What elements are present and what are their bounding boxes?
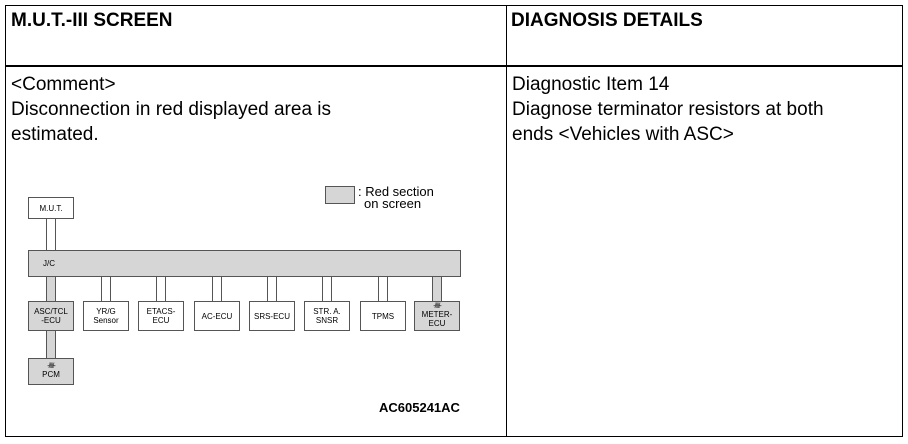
- ecu-label: ECU: [428, 319, 446, 328]
- srs-connector: [267, 277, 277, 301]
- right-header: DIAGNOSIS DETAILS: [511, 10, 703, 31]
- legend-line-1: : Red section: [358, 184, 434, 199]
- legend-line-2: on screen: [364, 196, 422, 211]
- ecu-label: SNSR: [315, 316, 339, 325]
- ecu-label: -ECU: [41, 316, 61, 325]
- ecu-box-ac: AC-ECU: [194, 301, 240, 331]
- pcm-label: PCM: [42, 370, 60, 379]
- yrg-connector: [101, 277, 111, 301]
- etacs-connector: [156, 277, 166, 301]
- left-header: M.U.T.-III SCREEN: [11, 10, 173, 31]
- left-header-cell: M.U.T.-III SCREEN: [6, 6, 506, 66]
- pcm-box: -/\/\/- PCM: [28, 358, 74, 385]
- ecu-label: ECU: [152, 316, 170, 325]
- diagnosis-line-1: Diagnose terminator resistors at both: [512, 99, 824, 120]
- ecu-label: YR/G: [96, 307, 116, 316]
- ecu-label: TPMS: [371, 311, 395, 321]
- resistor-symbol: -/\/\/-: [47, 363, 55, 370]
- ecu-box-srs: SRS-ECU: [249, 301, 295, 331]
- diagnostic-item: Diagnostic Item 14: [512, 74, 670, 95]
- ecu-box-asc: ASC/TCL -ECU: [28, 301, 74, 331]
- ac-connector: [212, 277, 222, 301]
- pcm-connector: [46, 331, 56, 358]
- mut-connector: [46, 219, 56, 250]
- ecu-label: Sensor: [93, 316, 119, 325]
- meter-connector: [432, 277, 442, 301]
- ecu-label: AC-ECU: [201, 311, 233, 321]
- ecu-label: STR. A.: [313, 307, 341, 316]
- ecu-label: METER-: [421, 310, 453, 319]
- tpms-connector: [378, 277, 388, 301]
- jc-label: J/C: [43, 259, 55, 268]
- str-connector: [322, 277, 332, 301]
- ecu-label: SRS-ECU: [253, 311, 290, 321]
- comment-line-2: estimated.: [11, 124, 99, 145]
- legend-swatch: [325, 186, 355, 204]
- ecu-label: ETACS-: [146, 307, 176, 316]
- comment-block: <Comment> Disconnection in red displayed…: [11, 72, 331, 147]
- diagnosis-table: M.U.T.-III SCREEN DIAGNOSIS DETAILS <Com…: [5, 5, 903, 437]
- figure-code: AC605241AC: [379, 400, 460, 415]
- legend-text: : Red section on screen: [358, 184, 434, 211]
- can-bus-diagram: : Red section on screen M.U.T. J/C ASC/T…: [11, 181, 481, 431]
- ecu-box-yrg: YR/G Sensor: [83, 301, 129, 331]
- column-divider: [506, 6, 507, 436]
- row-divider: [6, 66, 902, 67]
- right-header-cell: DIAGNOSIS DETAILS: [506, 6, 902, 66]
- mut-label: M.U.T.: [39, 203, 63, 213]
- asc-connector: [46, 277, 56, 301]
- ecu-box-tpms: TPMS: [360, 301, 406, 331]
- comment-line-1: Disconnection in red displayed area is: [11, 99, 332, 120]
- diagnosis-block: Diagnostic Item 14 Diagnose terminator r…: [512, 72, 824, 147]
- resistor-symbol: -/\/\/-: [433, 303, 441, 310]
- jc-bus: J/C: [28, 250, 461, 277]
- ecu-box-str: STR. A. SNSR: [304, 301, 350, 331]
- mut-box: M.U.T.: [28, 197, 74, 219]
- diagnosis-line-2: ends <Vehicles with ASC>: [512, 124, 734, 145]
- ecu-label: ASC/TCL: [34, 307, 68, 316]
- ecu-box-etacs: ETACS- ECU: [138, 301, 184, 331]
- comment-tag: <Comment>: [11, 74, 116, 95]
- ecu-box-meter: -/\/\/- METER- ECU: [414, 301, 460, 331]
